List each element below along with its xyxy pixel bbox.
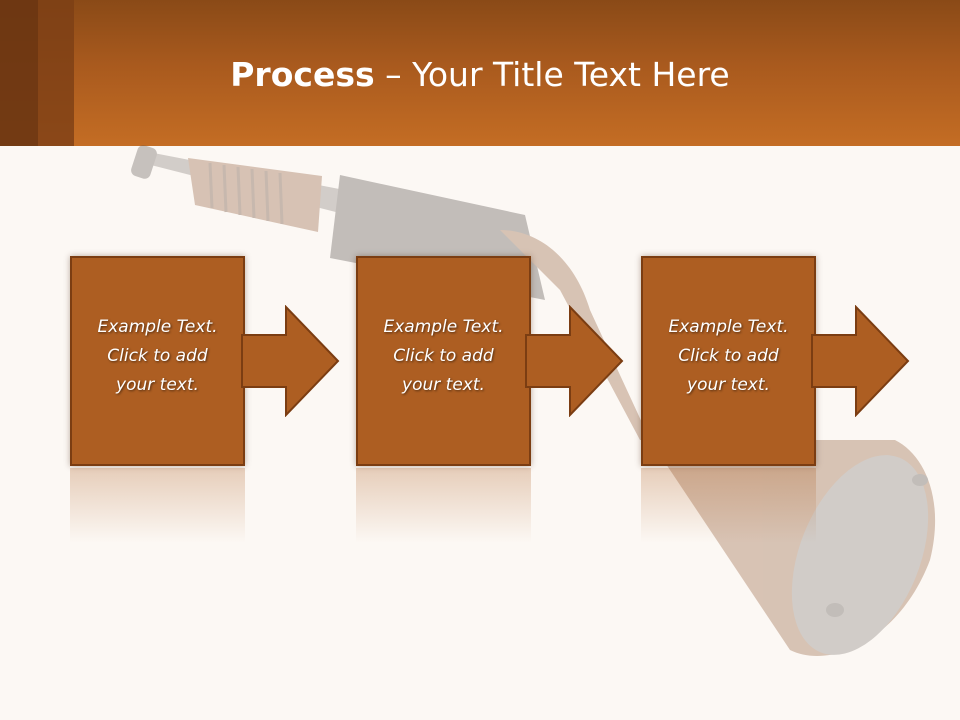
step-reflection [356, 468, 531, 543]
process-step-2: Example Text. Click to add your text. [356, 256, 531, 466]
banner-stripe [38, 0, 74, 146]
step-text[interactable]: Example Text. Click to add your text. [383, 317, 504, 395]
step-box[interactable]: Example Text. Click to add your text. [356, 256, 531, 466]
shotgun-pump [188, 158, 322, 232]
arrow-right-icon [811, 305, 910, 417]
banner-stripe-dark [0, 0, 38, 146]
process-step-3: Example Text. Click to add your text. [641, 256, 816, 466]
step-box[interactable]: Example Text. Click to add your text. [70, 256, 245, 466]
step-text[interactable]: Example Text. Click to add your text. [97, 317, 218, 395]
title-banner: Process – Your Title Text Here [0, 0, 960, 146]
title-rest-part: – Your Title Text Here [374, 55, 730, 94]
process-step-1: Example Text. Click to add your text. [70, 256, 245, 466]
arrow-right-icon [241, 305, 340, 417]
step-reflection [70, 468, 245, 543]
step-text[interactable]: Example Text. Click to add your text. [668, 317, 789, 395]
title-bold-part: Process [230, 55, 375, 94]
arrow-right-icon [525, 305, 624, 417]
slide-title[interactable]: Process – Your Title Text Here [0, 52, 960, 98]
step-box[interactable]: Example Text. Click to add your text. [641, 256, 816, 466]
step-reflection [641, 468, 816, 543]
shotgun-barrel [138, 150, 525, 255]
shotgun-butt-plate [791, 455, 929, 655]
shotgun-muzzle [131, 145, 157, 179]
